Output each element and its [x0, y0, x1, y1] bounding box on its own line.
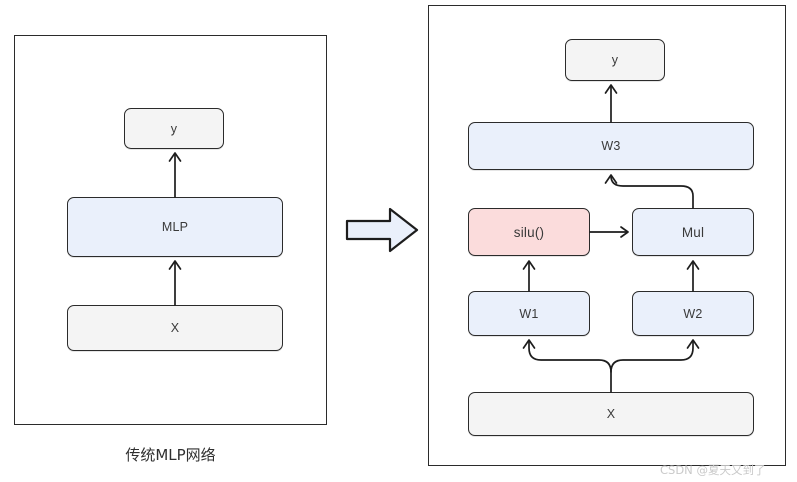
- watermark-text: CSDN @夏天又到了: [660, 463, 766, 477]
- node-right-mul[interactable]: Mul: [632, 208, 754, 256]
- transition-arrow-icon: [345, 207, 419, 253]
- caption-traditional-mlp: 传统MLP网络: [125, 446, 216, 464]
- node-left-x[interactable]: X: [67, 305, 283, 351]
- node-right-silu[interactable]: silu(): [468, 208, 590, 256]
- node-right-w2[interactable]: W2: [632, 291, 754, 336]
- node-right-w1[interactable]: W1: [468, 291, 590, 336]
- node-right-x[interactable]: X: [468, 392, 754, 436]
- node-right-w3[interactable]: W3: [468, 122, 754, 170]
- node-left-mlp[interactable]: MLP: [67, 197, 283, 257]
- node-right-y[interactable]: y: [565, 39, 665, 81]
- node-left-y[interactable]: y: [124, 108, 224, 149]
